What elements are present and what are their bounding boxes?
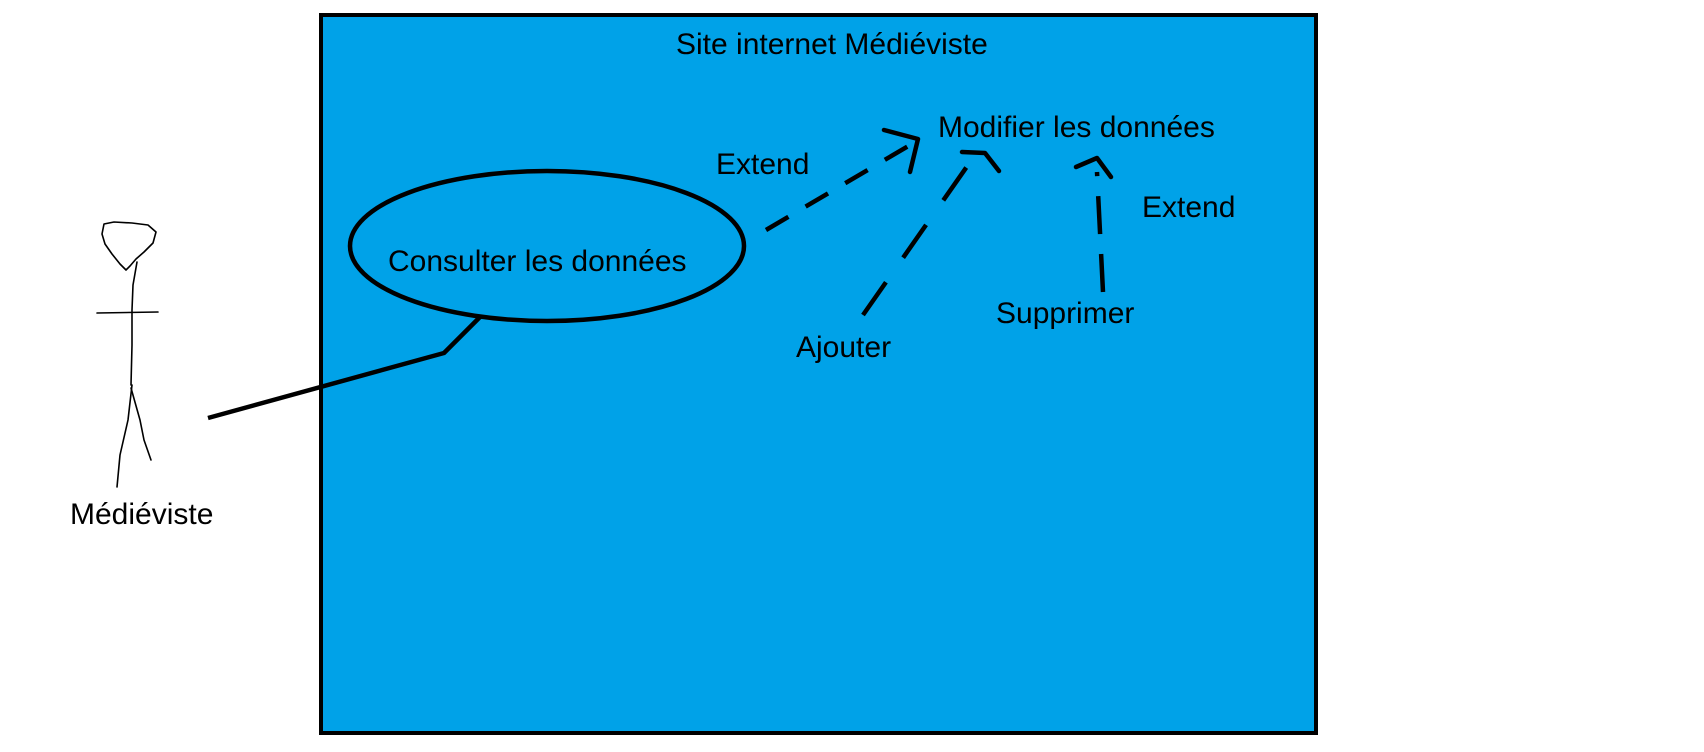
delete-arrow [1094,171,1106,293]
extend-arrow-consult [764,143,912,232]
extend-arrowhead-consult [881,127,921,175]
actor-name-label: Médiéviste [70,498,214,531]
use-case-consult-ellipse [347,168,747,324]
actor-head [101,221,157,271]
extend-label-right: Extend [1142,191,1236,224]
use-case-modify-label: Modifier les données [938,111,1215,144]
system-title: Site internet Médiéviste [676,28,988,61]
actor-left-leg [116,384,133,488]
use-case-consult-label: Consulter les données [388,245,687,278]
actor-body [130,261,138,386]
add-arrow [861,153,977,317]
add-arrowhead [959,149,1002,174]
delete-label: Supprimer [996,297,1135,330]
delete-arrowhead [1073,155,1114,180]
actor-right-leg [130,387,152,461]
stick-figure-icon [96,221,159,488]
add-label: Ajouter [796,331,892,364]
association-line [207,315,482,421]
system-boundary [319,13,1318,735]
actor-arms [96,311,159,314]
extend-label-left: Extend [716,148,810,181]
